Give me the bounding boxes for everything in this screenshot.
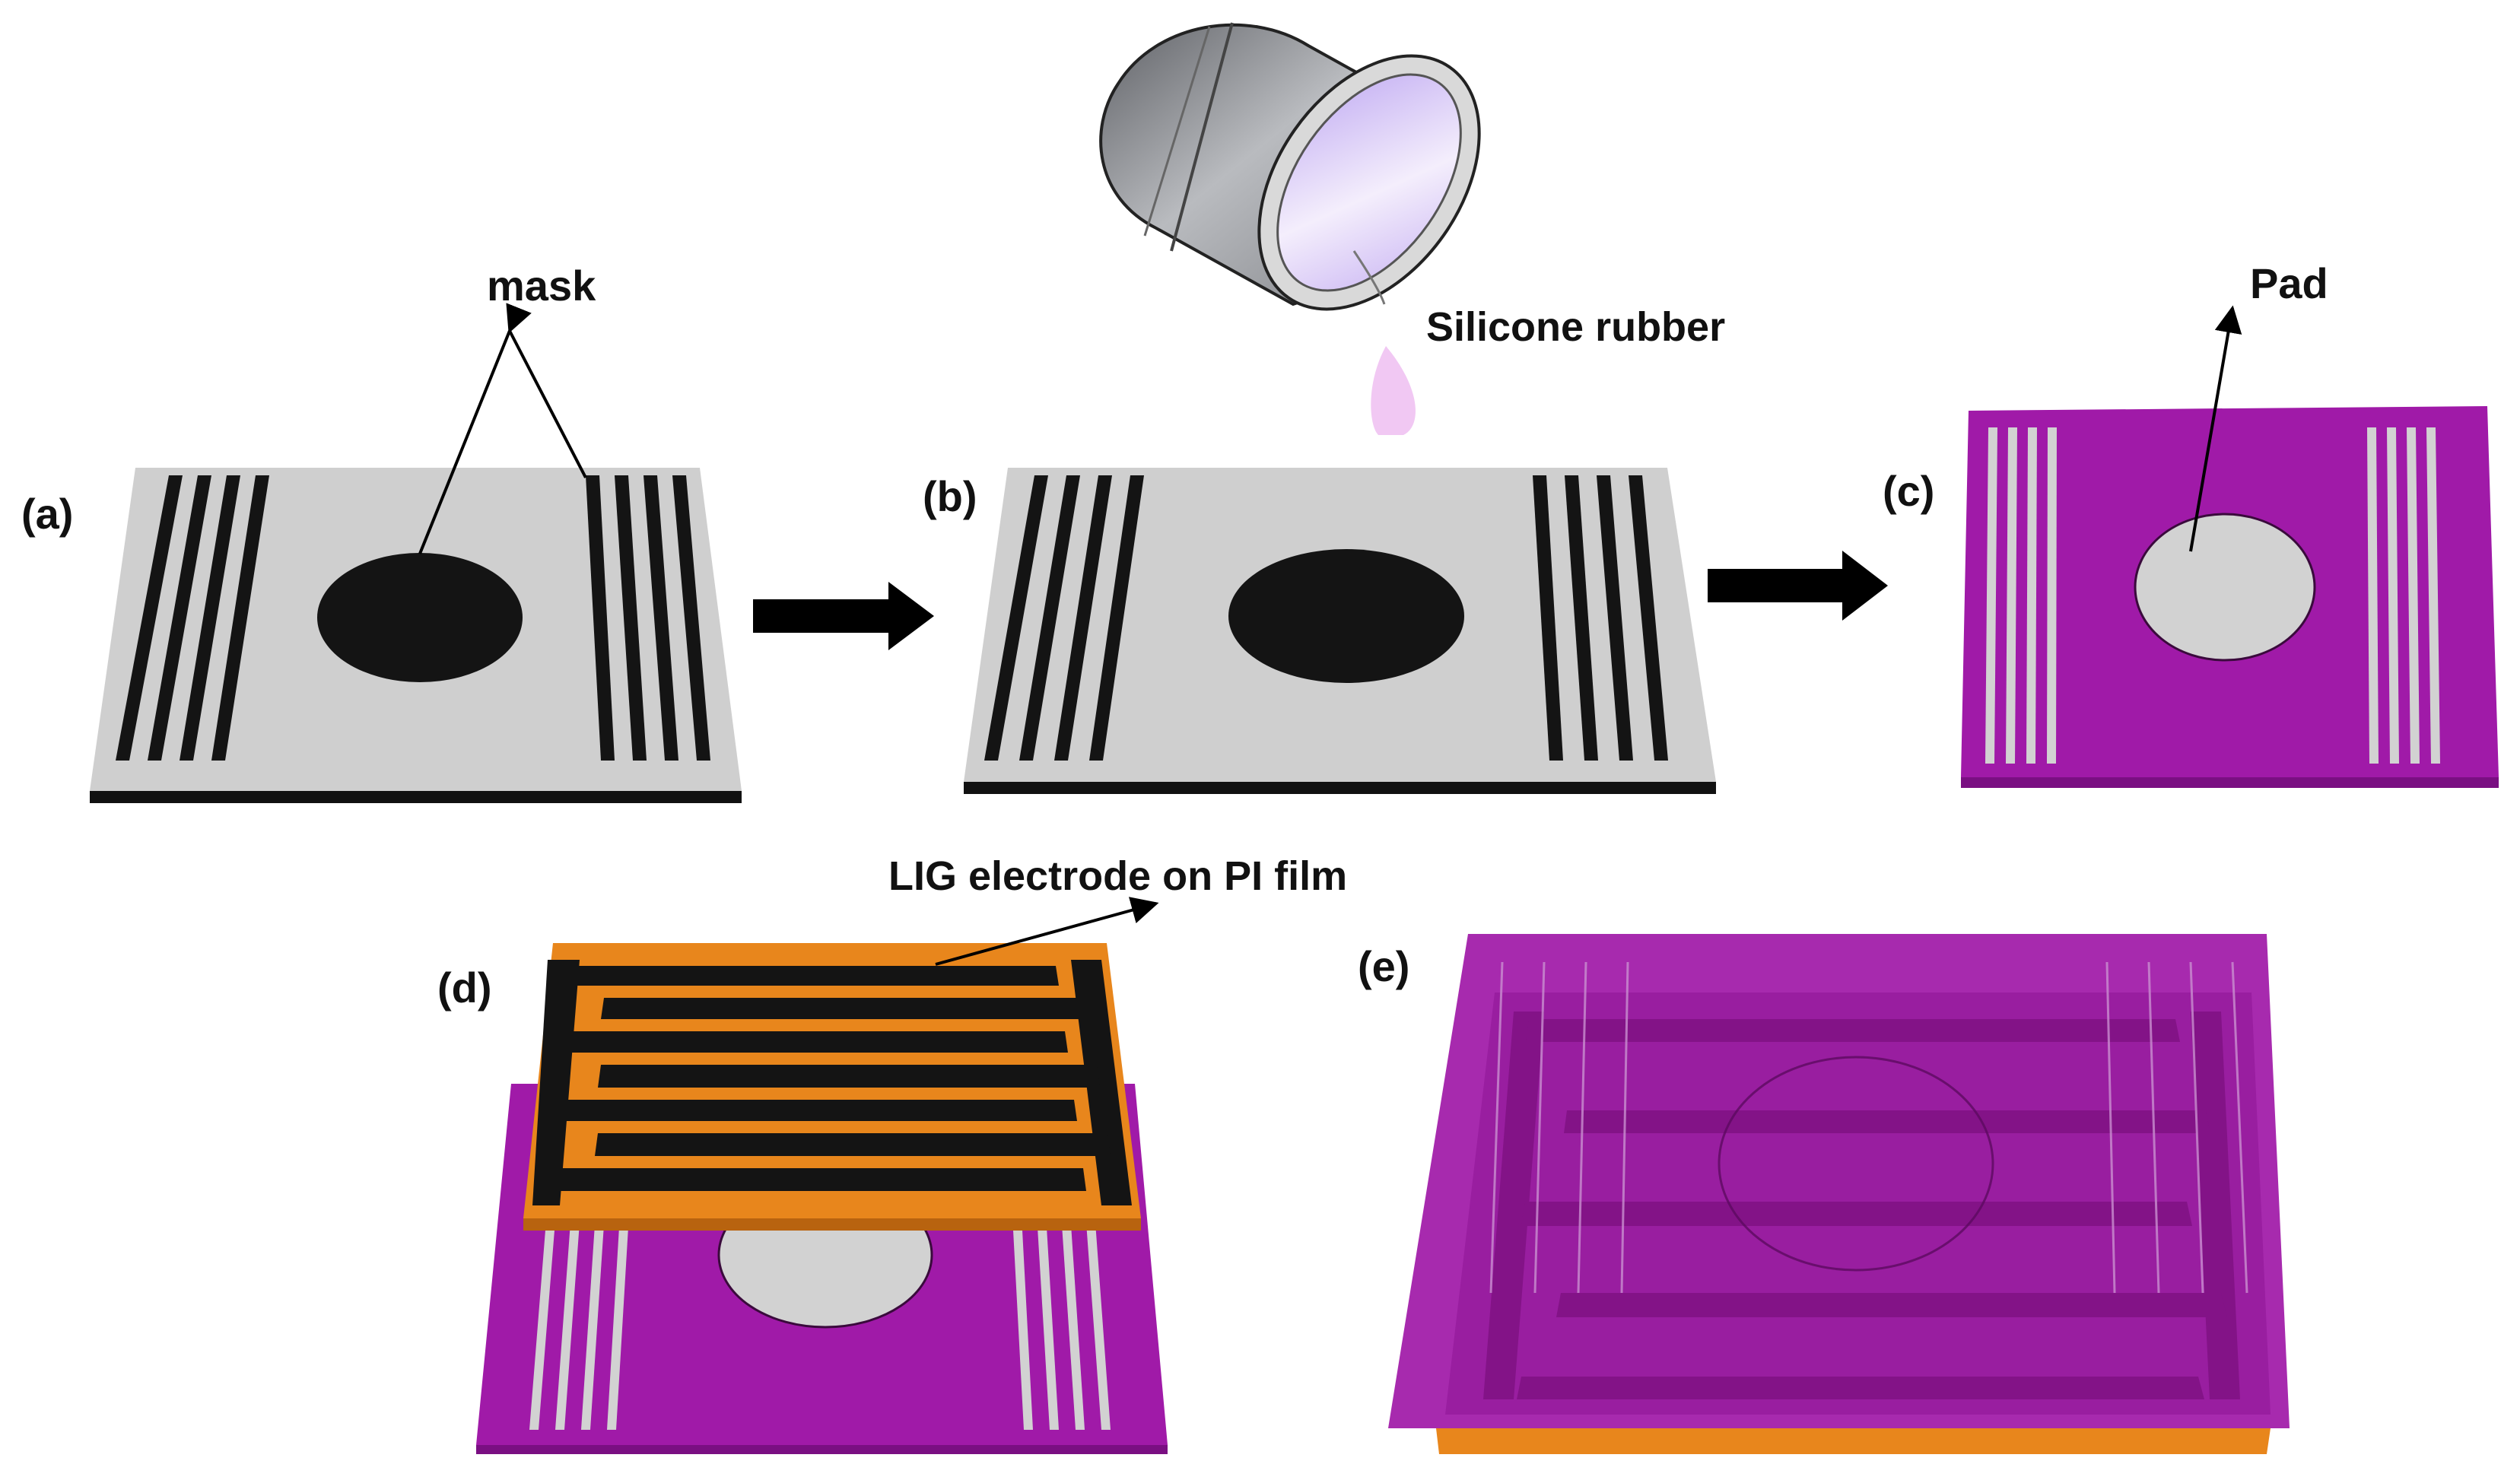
lig-electrode-label: LIG electrode on PI film [888, 853, 1347, 899]
mask-stripes-left [116, 475, 269, 761]
right-arrow-icon [1708, 551, 1888, 621]
panel-a-label: (a) [21, 490, 73, 538]
lig-electrode [532, 960, 1132, 1205]
panel-c-label: (c) [1883, 467, 1934, 515]
pad-stripes-left [1985, 427, 2057, 764]
pad-circle-outline [1718, 1056, 1994, 1272]
silicone-container-icon [1099, 22, 1481, 311]
right-arrow-icon [753, 582, 934, 650]
mask-disk [1228, 549, 1464, 683]
pad-label: Pad [2250, 259, 2328, 307]
mask-plate-edge [90, 791, 742, 803]
panel-c: (c) Pad [1883, 259, 2499, 788]
pi-film-edge [523, 1218, 1141, 1231]
panel-b: (b) Silicone rubber [923, 22, 1725, 794]
mask-pointer-2 [508, 330, 587, 478]
pad-stripes-right [2367, 427, 2440, 764]
silicone-rubber-label: Silicone rubber [1426, 304, 1725, 350]
panel-e: (e) [1358, 934, 2290, 1454]
mask-stripes-right [1533, 475, 1668, 761]
mask-pointer-1 [418, 303, 532, 554]
pad-circle [2134, 513, 2316, 662]
mask-disk [317, 553, 523, 682]
encapsulated-electrode [1483, 1012, 2240, 1399]
silicone-layer-edge [1961, 777, 2499, 788]
mask-plate-edge [964, 782, 1716, 794]
lig-pointer [935, 897, 1159, 966]
panel-b-label: (b) [923, 472, 977, 520]
pad-stripes-left [529, 1202, 630, 1430]
mask-stripes-left [984, 475, 1144, 761]
panel-e-label: (e) [1358, 942, 1409, 990]
panel-d: (d) LIG electrode on PI film [437, 853, 1347, 1454]
pi-film-edge [1436, 1428, 2271, 1454]
panel-a: (a) mask [21, 262, 742, 803]
mask-label: mask [487, 262, 596, 310]
pad-pointer [2189, 305, 2242, 552]
pad-stripes-outline [1489, 961, 2248, 1294]
silicone-liquid-drop [1371, 346, 1416, 435]
lig-inner-trace [577, 989, 1076, 1060]
mask-stripes-right [586, 475, 710, 761]
pad-stripes-right [1012, 1202, 1111, 1430]
silicone-layer-edge [476, 1445, 1168, 1454]
panel-d-label: (d) [437, 964, 492, 1012]
